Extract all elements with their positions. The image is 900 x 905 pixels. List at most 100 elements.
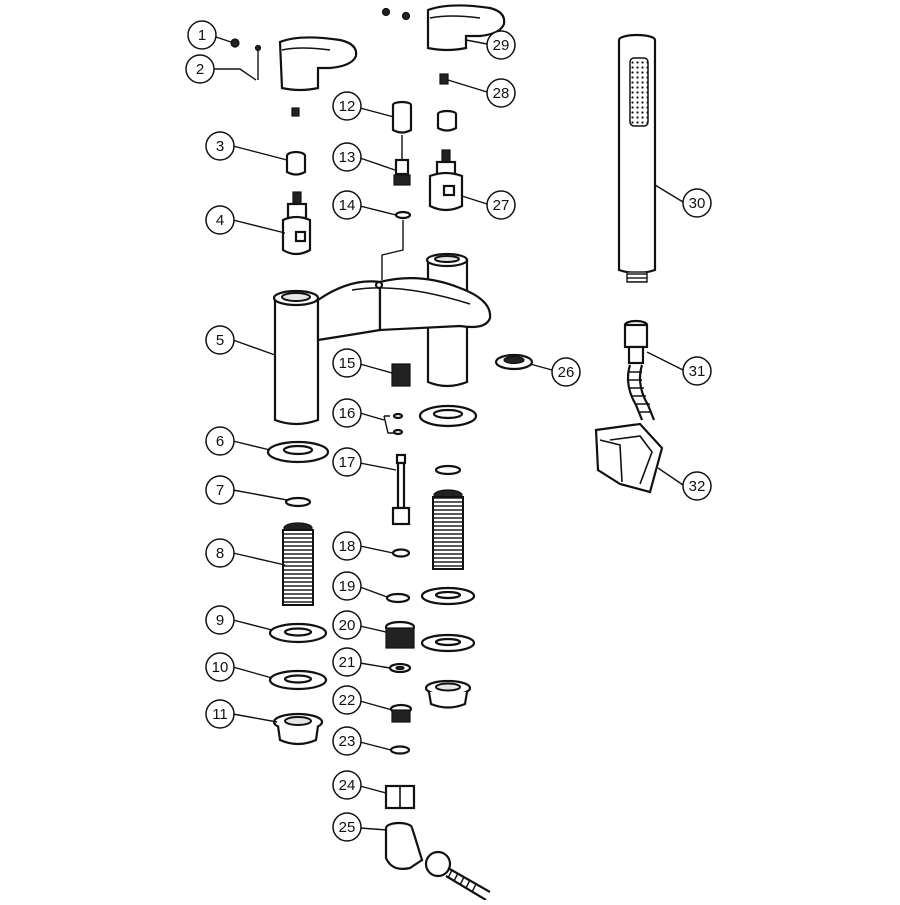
part-19-o-ring (385, 592, 411, 604)
callout-3-label: 3 (216, 138, 224, 155)
part-32-shower-holder (594, 422, 664, 494)
callout-21: 21 (332, 647, 362, 677)
right-o-ring (434, 464, 462, 476)
part-1-grub-ball (230, 38, 240, 48)
part-25-elbow-hose (384, 821, 491, 901)
right-threaded-shank (432, 489, 464, 570)
part-16-rings (383, 412, 404, 436)
callout-30-label: 30 (689, 195, 706, 212)
part-20-fitting (384, 620, 416, 649)
callout-10-label: 10 (212, 659, 229, 676)
callout-1-label: 1 (198, 27, 206, 44)
callout-9-label: 9 (216, 612, 224, 629)
callout-29-label: 29 (493, 37, 510, 54)
callout-1: 1 (187, 20, 217, 50)
left-handle-screw (291, 107, 300, 117)
callout-25-label: 25 (339, 819, 356, 836)
callout-16-label: 16 (339, 405, 356, 422)
callout-31-label: 31 (689, 363, 706, 380)
part-4-cartridge (281, 191, 312, 256)
callout-11-label: 11 (212, 706, 228, 723)
callout-30: 30 (682, 188, 712, 218)
callout-32-label: 32 (689, 478, 706, 495)
right-sleeve (436, 109, 458, 132)
part-11-backnut (272, 712, 324, 746)
callout-2-label: 2 (196, 61, 204, 78)
callout-8: 8 (205, 538, 235, 568)
part-29-right-lever-handle (426, 4, 506, 52)
callout-17: 17 (332, 447, 362, 477)
callout-22: 22 (332, 685, 362, 715)
callout-19-label: 19 (339, 578, 356, 595)
right-washer-top (418, 404, 478, 428)
callout-29: 29 (486, 30, 516, 60)
part-17-spindle (391, 453, 411, 526)
callout-21-label: 21 (339, 654, 356, 671)
leader-lines (213, 36, 684, 831)
callout-18: 18 (332, 531, 362, 561)
part-27-cartridge (428, 149, 464, 212)
callout-15-label: 15 (339, 355, 356, 372)
callout-20: 20 (332, 610, 362, 640)
callout-19: 19 (332, 571, 362, 601)
part-31-hose-connector (623, 319, 656, 421)
callout-3: 3 (205, 131, 235, 161)
callout-25: 25 (332, 812, 362, 842)
callout-8-label: 8 (216, 545, 224, 562)
part-26-aerator (494, 353, 534, 371)
part-3-sleeve (285, 150, 307, 176)
callout-23: 23 (332, 726, 362, 756)
callout-16: 16 (332, 398, 362, 428)
callout-6-label: 6 (216, 433, 224, 450)
part-7-o-ring (284, 496, 312, 508)
callout-14-label: 14 (339, 197, 356, 214)
callout-22-label: 22 (339, 692, 356, 709)
callout-13: 13 (332, 142, 362, 172)
callout-26-label: 26 (558, 364, 575, 381)
callout-20-label: 20 (339, 617, 356, 634)
part-8-threaded-shank (282, 522, 314, 606)
callout-10: 10 (205, 652, 235, 682)
callout-24: 24 (332, 770, 362, 800)
callout-6: 6 (205, 426, 235, 456)
callout-4: 4 (205, 205, 235, 235)
right-washer-2 (420, 633, 476, 653)
callout-31: 31 (682, 356, 712, 386)
callout-18-label: 18 (339, 538, 356, 555)
part-18-washer (391, 548, 411, 558)
right-washer-1 (420, 586, 476, 606)
right-handle-grub-balls (381, 7, 411, 21)
callout-17-label: 17 (339, 454, 356, 471)
callout-24-label: 24 (339, 777, 356, 794)
callout-27-label: 27 (493, 197, 510, 214)
callout-11: 11 (205, 699, 235, 729)
callout-9: 9 (205, 605, 235, 635)
callout-7: 7 (205, 475, 235, 505)
part-9-washer (268, 622, 328, 644)
part-28-screw (439, 73, 449, 85)
callout-27: 27 (486, 190, 516, 220)
part-2-pin (254, 44, 262, 80)
part-10-washer (268, 669, 328, 691)
callout-12-label: 12 (339, 98, 356, 115)
part-12-cap (391, 100, 413, 134)
part-22-nipple (389, 703, 413, 723)
part-24-hex-nut (384, 784, 416, 810)
callout-12: 12 (332, 91, 362, 121)
part-30-hand-shower (617, 33, 657, 283)
part-15-spring (391, 363, 411, 387)
part-21-nut (388, 662, 412, 674)
part-23-o-ring (389, 745, 411, 755)
callout-26: 26 (551, 357, 581, 387)
callout-5-label: 5 (216, 332, 224, 349)
callout-7-label: 7 (216, 482, 224, 499)
callout-14: 14 (332, 190, 362, 220)
left-lever-handle (278, 36, 358, 92)
callout-5: 5 (205, 325, 235, 355)
part-13-diverter-top (393, 158, 411, 186)
callout-28: 28 (486, 78, 516, 108)
callout-2: 2 (185, 54, 215, 84)
callout-28-label: 28 (493, 85, 510, 102)
